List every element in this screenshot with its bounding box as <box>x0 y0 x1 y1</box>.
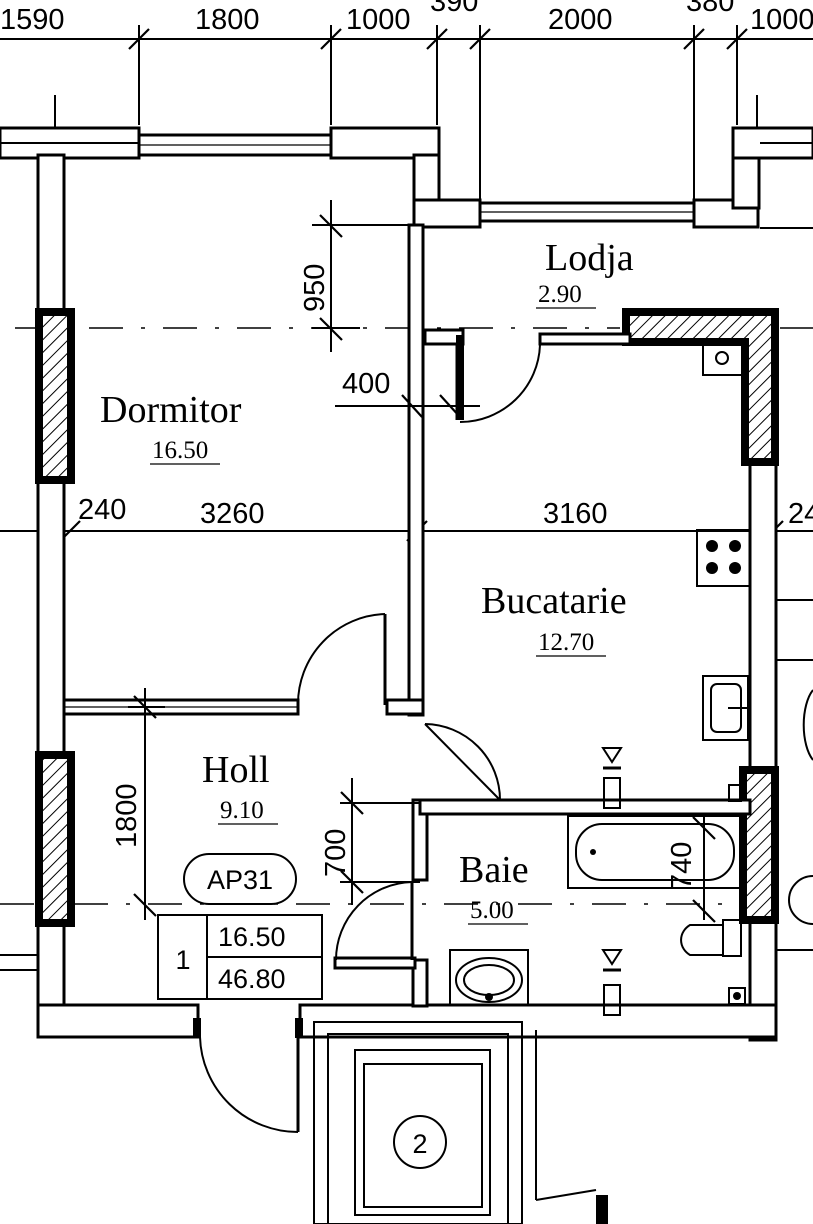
dim-top-2: 1800 <box>195 4 260 36</box>
dim-top-3: 1000 <box>346 4 411 36</box>
room-area-lodja: 2.90 <box>538 281 582 308</box>
dim-mid-4: 24 <box>788 498 813 530</box>
dim-top-1: 1590 <box>0 4 65 36</box>
area-table <box>157 914 323 1000</box>
riser-box-icon <box>702 344 746 376</box>
dim-top-6: 380 <box>686 0 734 18</box>
room-area-dormitor: 16.50 <box>152 437 208 464</box>
dim-horizontal-400: 400 <box>342 368 390 400</box>
room-area-bucatarie: 12.70 <box>538 629 594 656</box>
top-dimension-line <box>0 25 813 200</box>
washbasin-icon <box>449 949 529 1006</box>
area-table-living-area: 16.50 <box>218 922 286 952</box>
doors <box>193 344 541 1133</box>
dim-top-5: 2000 <box>548 4 613 36</box>
dim-mid-1: 240 <box>78 494 126 526</box>
room-name-holl: Holl <box>202 749 270 791</box>
area-table-total-area: 46.80 <box>218 964 286 994</box>
room-name-dormitor: Dormitor <box>100 389 242 431</box>
apartment-tag: AP31 <box>207 865 273 895</box>
dim-mid-3: 3160 <box>543 498 608 530</box>
stair-marker-label: 2 <box>412 1129 427 1159</box>
dim-vertical-700: 700 <box>320 829 352 877</box>
level-marker-icon <box>601 747 623 1016</box>
stairwell <box>313 1021 608 1224</box>
stove-icon <box>696 529 751 587</box>
room-name-baie: Baie <box>459 849 529 891</box>
dim-vertical-1800: 1800 <box>111 783 143 848</box>
room-area-baie: 5.00 <box>470 897 514 924</box>
room-name-lodja: Lodja <box>545 237 634 279</box>
drain-icon <box>728 784 746 1005</box>
dim-vertical-740: 740 <box>666 842 698 890</box>
dim-vertical-950: 950 <box>299 264 331 312</box>
interior-walls <box>62 223 752 1008</box>
dim-mid-2: 3260 <box>200 498 265 530</box>
kitchen-sink-icon <box>702 675 749 741</box>
structural-columns <box>35 308 779 927</box>
apartment-tag-outline <box>183 853 297 905</box>
neighbor-fixtures <box>788 689 813 925</box>
room-area-holl: 9.10 <box>220 797 264 824</box>
dim-top-7: 1000 <box>750 4 813 36</box>
outer-walls <box>0 126 813 1042</box>
dim-top-4: 390 <box>430 0 478 18</box>
room-name-bucatarie: Bucatarie <box>481 580 627 622</box>
bathtub-icon <box>567 815 741 889</box>
toilet-icon <box>680 919 742 957</box>
area-table-rooms-count: 1 <box>175 945 190 975</box>
stair-marker-circle <box>393 1115 447 1169</box>
vertical-dimension-lines <box>128 200 716 923</box>
